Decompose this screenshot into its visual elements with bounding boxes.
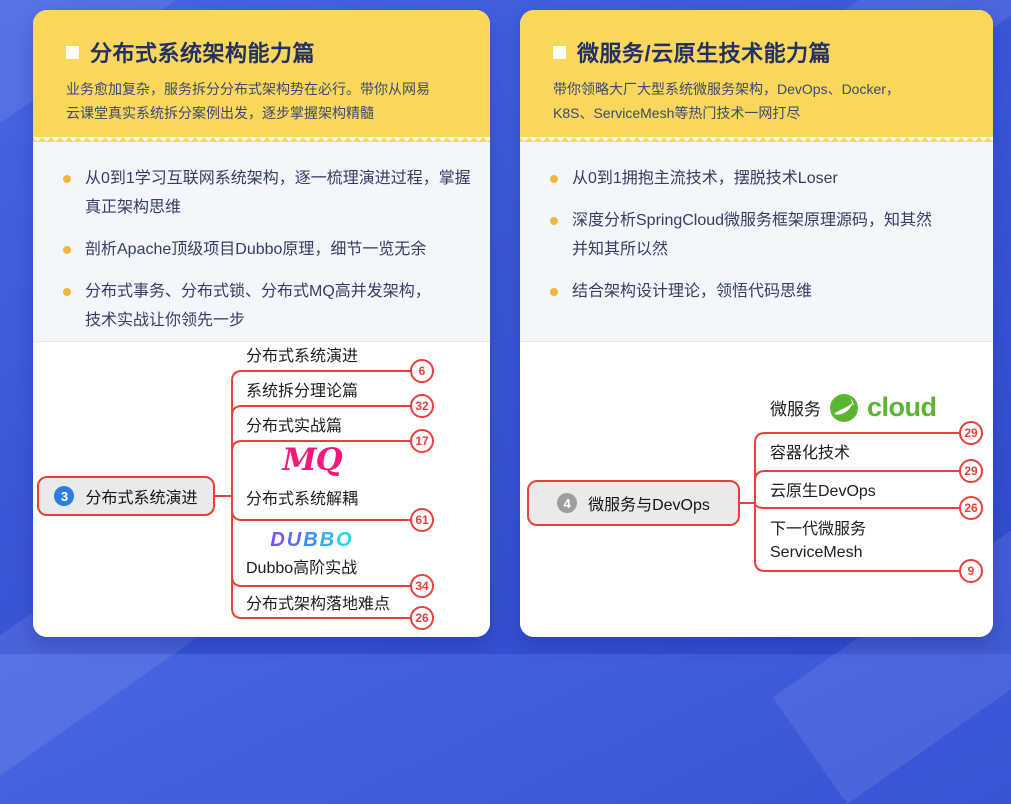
bullet-text: 深度分析SpringCloud微服务框架原理源码，知其然 并知其所以然: [572, 212, 933, 258]
branch-label: Dubbo高阶实战: [246, 560, 358, 577]
list-item: 剖析Apache顶级项目Dubbo原理，细节一览无余: [63, 235, 474, 264]
lesson-count-badge: 26: [410, 606, 434, 630]
mq-logo: MQ: [282, 442, 342, 478]
bullet-dot-icon: [550, 175, 558, 183]
lesson-count-badge: 29: [959, 459, 983, 483]
lesson-count-badge: 6: [410, 359, 434, 383]
panel-description: 带你领略大厂大型系统微服务架构，DevOps、Docker， K8S、Servi…: [553, 81, 900, 121]
card-header: 分布式系统架构能力篇 业务愈加复杂，服务拆分分布式架构势在必行。带你从网易 云课…: [33, 10, 490, 142]
lesson-count-badge: 61: [410, 508, 434, 532]
root-node-label: 微服务与DevOps: [588, 497, 710, 514]
bullet-text: 从0到1学习互联网系统架构，逐一梳理演进过程，掌握 真正架构思维: [85, 170, 471, 216]
zigzag-edge: [33, 137, 490, 142]
chapter-number-badge: 4: [557, 493, 578, 513]
branch-label: 分布式系统演进: [246, 348, 359, 365]
branch-label: 系统拆分理论篇: [246, 383, 359, 400]
branch-label: 分布式系统解耦: [246, 491, 359, 508]
mindmap-root-node: 4 微服务与DevOps: [527, 480, 740, 526]
title-square-icon: [66, 45, 79, 59]
card-microservices-cloudnative: 微服务/云原生技术能力篇 带你领略大厂大型系统微服务架构，DevOps、Dock…: [520, 10, 993, 637]
mindmap-connectors: [739, 432, 960, 572]
chapter-number-badge: 3: [54, 486, 75, 506]
spring-cloud-icon: [830, 393, 858, 422]
lesson-count-badge: 26: [959, 496, 983, 520]
list-item: 分布式事务、分布式锁、分布式MQ高并发架构， 技术实战让你领先一步: [63, 277, 474, 335]
mindmap-distributed: 3 分布式系统演进 分布式系统演进 系统拆分理论篇 分布式实战篇 MQ 分布式系…: [33, 341, 490, 637]
dubbo-letter: B: [319, 529, 337, 551]
bullet-text: 结合架构设计理论，领悟代码思维: [572, 283, 813, 300]
panel-title: 分布式系统架构能力篇: [90, 41, 316, 66]
bullet-text: 从0到1拥抱主流技术，摆脱技术Loser: [572, 170, 838, 187]
lesson-count-badge: 32: [410, 394, 434, 418]
mindmap-connectors: [214, 370, 411, 619]
branch-label: 容器化技术: [770, 445, 851, 462]
bullet-dot-icon: [63, 288, 71, 296]
title-row: 分布式系统架构能力篇: [66, 36, 468, 68]
bullet-text: 剖析Apache顶级项目Dubbo原理，细节一览无余: [85, 241, 427, 258]
bullet-dot-icon: [63, 246, 71, 254]
dubbo-letter: B: [303, 529, 320, 551]
list-item: 深度分析SpringCloud微服务框架原理源码，知其然 并知其所以然: [550, 206, 977, 264]
lesson-count-badge: 17: [410, 429, 434, 453]
root-node-label: 分布式系统演进: [85, 490, 198, 507]
bullet-list: 从0到1拥抱主流技术，摆脱技术Loser 深度分析SpringCloud微服务框…: [520, 137, 993, 341]
mindmap-microservices: 4 微服务与DevOps 微服务 cloud 容器化技术 云原生DevOps 下…: [520, 341, 993, 637]
bullet-dot-icon: [550, 288, 558, 296]
list-item: 从0到1拥抱主流技术，摆脱技术Loser: [550, 164, 977, 193]
title-square-icon: [553, 45, 566, 59]
lesson-count-badge: 9: [959, 559, 983, 583]
branch-label: 分布式实战篇: [246, 418, 343, 435]
panel-title: 微服务/云原生技术能力篇: [577, 41, 832, 66]
zigzag-edge: [520, 137, 993, 142]
bullet-dot-icon: [63, 175, 71, 183]
bullet-dot-icon: [550, 217, 558, 225]
mindmap-root-node: 3 分布式系统演进: [37, 476, 215, 516]
branch-label: 微服务: [770, 400, 821, 419]
dubbo-letter: O: [336, 529, 354, 551]
branch-label: 下一代微服务 ServiceMesh: [770, 521, 867, 561]
lesson-count-badge: 29: [959, 421, 983, 445]
card-header: 微服务/云原生技术能力篇 带你领略大厂大型系统微服务架构，DevOps、Dock…: [520, 10, 993, 142]
card-distributed-architecture: 分布式系统架构能力篇 业务愈加复杂，服务拆分分布式架构势在必行。带你从网易 云课…: [33, 10, 490, 637]
title-row: 微服务/云原生技术能力篇: [553, 36, 971, 68]
branch-label: 分布式架构落地难点: [246, 596, 391, 613]
panel-description: 业务愈加复杂，服务拆分分布式架构势在必行。带你从网易 云课堂真实系统拆分案例出发…: [66, 81, 430, 121]
list-item: 从0到1学习互联网系统架构，逐一梳理演进过程，掌握 真正架构思维: [63, 164, 474, 222]
branch-label: 云原生DevOps: [770, 483, 876, 500]
bullet-text: 分布式事务、分布式锁、分布式MQ高并发架构， 技术实战让你领先一步: [85, 283, 431, 329]
bullet-list: 从0到1学习互联网系统架构，逐一梳理演进过程，掌握 真正架构思维 剖析Apach…: [33, 137, 490, 341]
dubbo-logo: DUBBO: [246, 529, 378, 552]
lesson-count-badge: 34: [410, 574, 434, 598]
branch-microservice-row: 微服务 cloud: [770, 392, 937, 423]
dubbo-letter: U: [286, 529, 304, 551]
list-item: 结合架构设计理论，领悟代码思维: [550, 277, 977, 306]
dubbo-letter: D: [270, 529, 287, 551]
spring-cloud-logo-text: cloud: [867, 392, 937, 422]
